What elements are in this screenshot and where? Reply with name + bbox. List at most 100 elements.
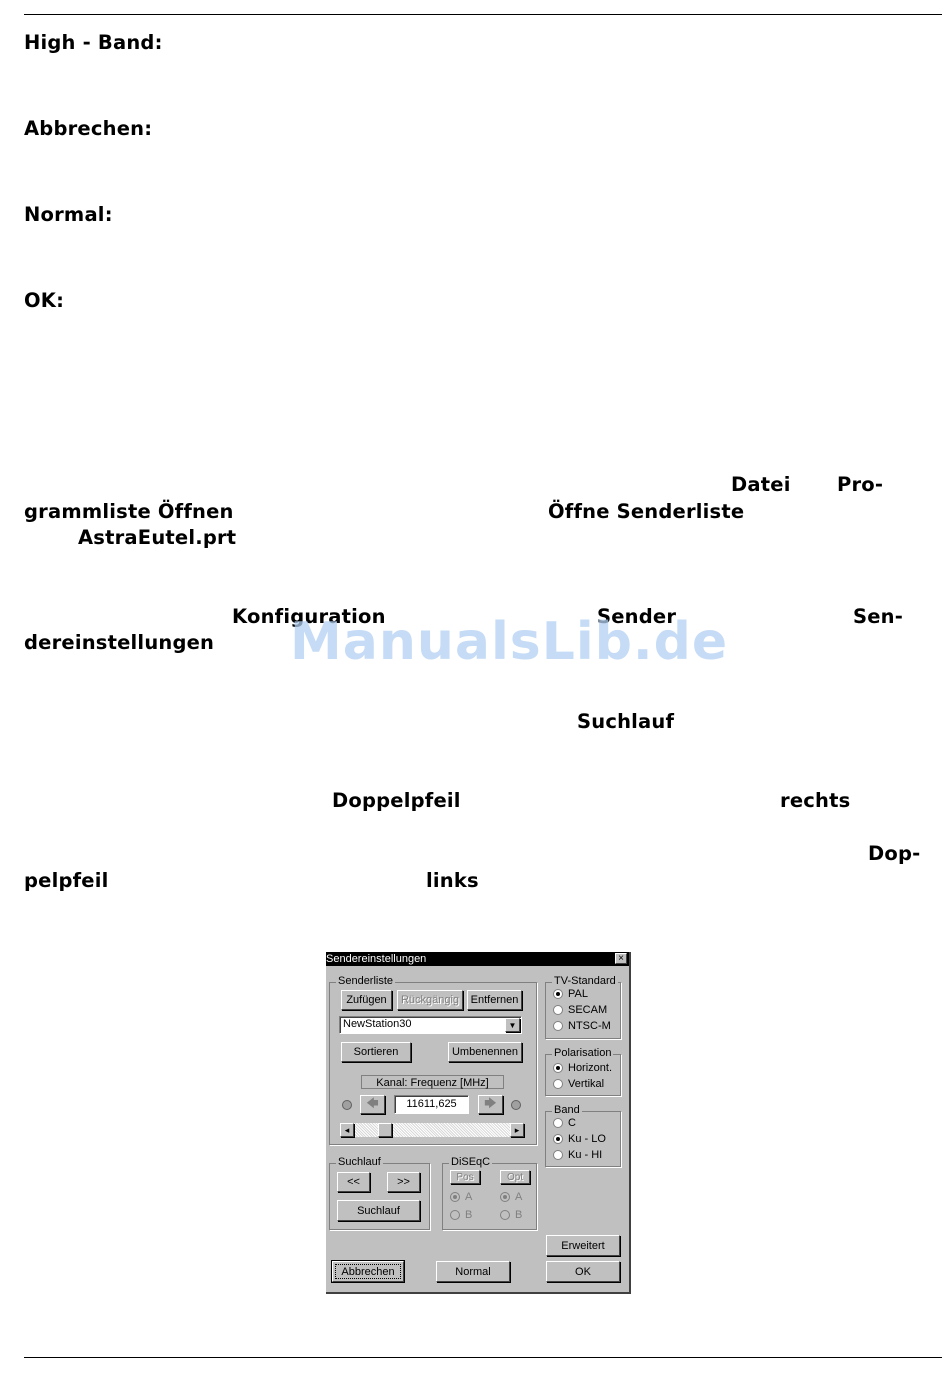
radio-dot bbox=[553, 1079, 563, 1089]
undo-button[interactable]: Rückgängig bbox=[397, 990, 463, 1010]
radio-band-ku-lo[interactable]: Ku - LO bbox=[553, 1133, 606, 1145]
arrow-right-icon[interactable]: 🡆 bbox=[478, 1095, 503, 1114]
term-dereinstellungen: dereinstellungen bbox=[24, 631, 215, 654]
tv-standard-legend: TV-Standard bbox=[552, 975, 618, 988]
radio-diseqc-opt-a-label: A bbox=[515, 1191, 523, 1203]
heading-normal: Normal: bbox=[24, 203, 113, 226]
band-legend: Band bbox=[552, 1104, 582, 1117]
term-doppelpfeil: Doppelpfeil bbox=[332, 789, 461, 812]
radio-ntsc-label: NTSC-M bbox=[568, 1020, 611, 1032]
radio-dot bbox=[553, 1150, 563, 1160]
frequency-scrollbar[interactable]: ◂ ▸ bbox=[340, 1123, 524, 1137]
radio-dot bbox=[500, 1210, 510, 1220]
polarisation-legend: Polarisation bbox=[552, 1047, 614, 1060]
radio-diseqc-pos-b[interactable]: B bbox=[450, 1209, 472, 1221]
band-group: Band bbox=[545, 1104, 621, 1167]
radio-dot bbox=[500, 1192, 510, 1202]
term-pro: Pro- bbox=[837, 473, 884, 496]
term-grammliste-oeffnen: grammliste Öffnen bbox=[24, 500, 234, 523]
term-dop: Dop- bbox=[868, 842, 921, 865]
term-links: links bbox=[426, 869, 479, 892]
radio-diseqc-opt-b[interactable]: B bbox=[500, 1209, 522, 1221]
term-sender: Sender bbox=[597, 605, 677, 628]
remove-button[interactable]: Entfernen bbox=[467, 990, 522, 1010]
bottom-rule bbox=[24, 1357, 942, 1358]
radio-diseqc-opt-b-label: B bbox=[515, 1209, 523, 1221]
suchlauf-legend: Suchlauf bbox=[336, 1156, 383, 1169]
heading-high-band: High - Band: bbox=[24, 31, 163, 54]
term-suchlauf: Suchlauf bbox=[577, 710, 675, 733]
radio-dot bbox=[450, 1210, 460, 1220]
diseqc-pos-button[interactable]: Pos bbox=[450, 1170, 480, 1184]
radio-band-c-label: C bbox=[568, 1117, 576, 1129]
watermark: ManualsLib.de bbox=[290, 612, 729, 672]
radio-dot bbox=[553, 1063, 563, 1073]
add-button[interactable]: Zufügen bbox=[341, 990, 392, 1010]
diseqc-group: DiSEqC bbox=[442, 1156, 537, 1230]
station-select-value: NewStation30 bbox=[343, 1018, 412, 1030]
term-sen: Sen- bbox=[853, 605, 904, 628]
left-indicator bbox=[342, 1100, 352, 1110]
radio-pal[interactable]: PAL bbox=[553, 988, 588, 1000]
radio-pal-label: PAL bbox=[568, 988, 588, 1000]
diseqc-opt-button[interactable]: Opt bbox=[500, 1170, 530, 1184]
search-button[interactable]: Suchlauf bbox=[337, 1200, 420, 1221]
scroll-thumb[interactable] bbox=[378, 1123, 392, 1137]
sendereinstellungen-dialog: Sendereinstellungen × Senderliste Zufüge… bbox=[326, 952, 631, 1294]
chevron-down-icon[interactable]: ▼ bbox=[505, 1018, 520, 1032]
scroll-left-icon[interactable]: ◂ bbox=[340, 1123, 354, 1137]
radio-band-ku-hi[interactable]: Ku - HI bbox=[553, 1149, 602, 1161]
heading-abbrechen: Abbrechen: bbox=[24, 117, 153, 140]
radio-horizontal-label: Horizont. bbox=[568, 1062, 613, 1074]
radio-diseqc-pos-b-label: B bbox=[465, 1209, 473, 1221]
suchlauf-group: Suchlauf bbox=[329, 1156, 430, 1230]
radio-band-ku-lo-label: Ku - LO bbox=[568, 1133, 606, 1145]
radio-band-c[interactable]: C bbox=[553, 1117, 576, 1129]
radio-vertical[interactable]: Vertikal bbox=[553, 1078, 604, 1090]
radio-secam[interactable]: SECAM bbox=[553, 1004, 607, 1016]
search-next-button[interactable]: >> bbox=[387, 1172, 420, 1192]
radio-diseqc-opt-a[interactable]: A bbox=[500, 1191, 522, 1203]
term-astra-eutel: AstraEutel.prt bbox=[78, 526, 237, 549]
radio-dot bbox=[553, 1118, 563, 1128]
frequency-field[interactable]: 11611,625 bbox=[394, 1095, 469, 1114]
term-rechts: rechts bbox=[780, 789, 851, 812]
radio-diseqc-pos-a-label: A bbox=[465, 1191, 473, 1203]
scroll-right-icon[interactable]: ▸ bbox=[510, 1123, 524, 1137]
radio-secam-label: SECAM bbox=[568, 1004, 608, 1016]
radio-dot bbox=[553, 1005, 563, 1015]
polarisation-group: Polarisation bbox=[545, 1047, 621, 1096]
radio-dot bbox=[553, 989, 563, 999]
search-prev-button[interactable]: << bbox=[337, 1172, 370, 1192]
senderliste-legend: Senderliste bbox=[336, 975, 396, 988]
dialog-title: Sendereinstellungen bbox=[326, 953, 427, 965]
term-pelpfeil: pelpfeil bbox=[24, 869, 109, 892]
radio-dot bbox=[450, 1192, 460, 1202]
diseqc-legend: DiSEqC bbox=[449, 1156, 493, 1169]
term-oeffne-senderliste: Öffne Senderliste bbox=[548, 500, 745, 523]
radio-dot bbox=[553, 1134, 563, 1144]
tv-standard-group: TV-Standard bbox=[545, 975, 621, 1039]
cancel-button[interactable]: Abbrechen bbox=[332, 1261, 404, 1282]
top-rule bbox=[24, 14, 942, 15]
heading-ok: OK: bbox=[24, 289, 65, 312]
close-icon[interactable]: × bbox=[615, 953, 627, 964]
radio-horizontal[interactable]: Horizont. bbox=[553, 1062, 612, 1074]
ok-button[interactable]: OK bbox=[546, 1261, 620, 1282]
term-konfiguration: Konfiguration bbox=[232, 605, 386, 628]
frequency-label: Kanal: Frequenz [MHz] bbox=[361, 1075, 504, 1089]
dialog-titlebar: Sendereinstellungen × bbox=[326, 952, 629, 966]
radio-vertical-label: Vertikal bbox=[568, 1078, 605, 1090]
radio-dot bbox=[553, 1021, 563, 1031]
arrow-left-icon[interactable]: 🡄 bbox=[360, 1095, 385, 1114]
extended-button[interactable]: Erweitert bbox=[546, 1235, 620, 1256]
radio-diseqc-pos-a[interactable]: A bbox=[450, 1191, 472, 1203]
normal-button[interactable]: Normal bbox=[436, 1261, 510, 1282]
radio-band-ku-hi-label: Ku - HI bbox=[568, 1149, 603, 1161]
station-select[interactable]: NewStation30 bbox=[339, 1016, 522, 1034]
term-datei: Datei bbox=[731, 473, 791, 496]
sort-button[interactable]: Sortieren bbox=[341, 1042, 411, 1062]
right-indicator bbox=[511, 1100, 521, 1110]
radio-ntsc[interactable]: NTSC-M bbox=[553, 1020, 611, 1032]
rename-button[interactable]: Umbenennen bbox=[448, 1042, 522, 1062]
